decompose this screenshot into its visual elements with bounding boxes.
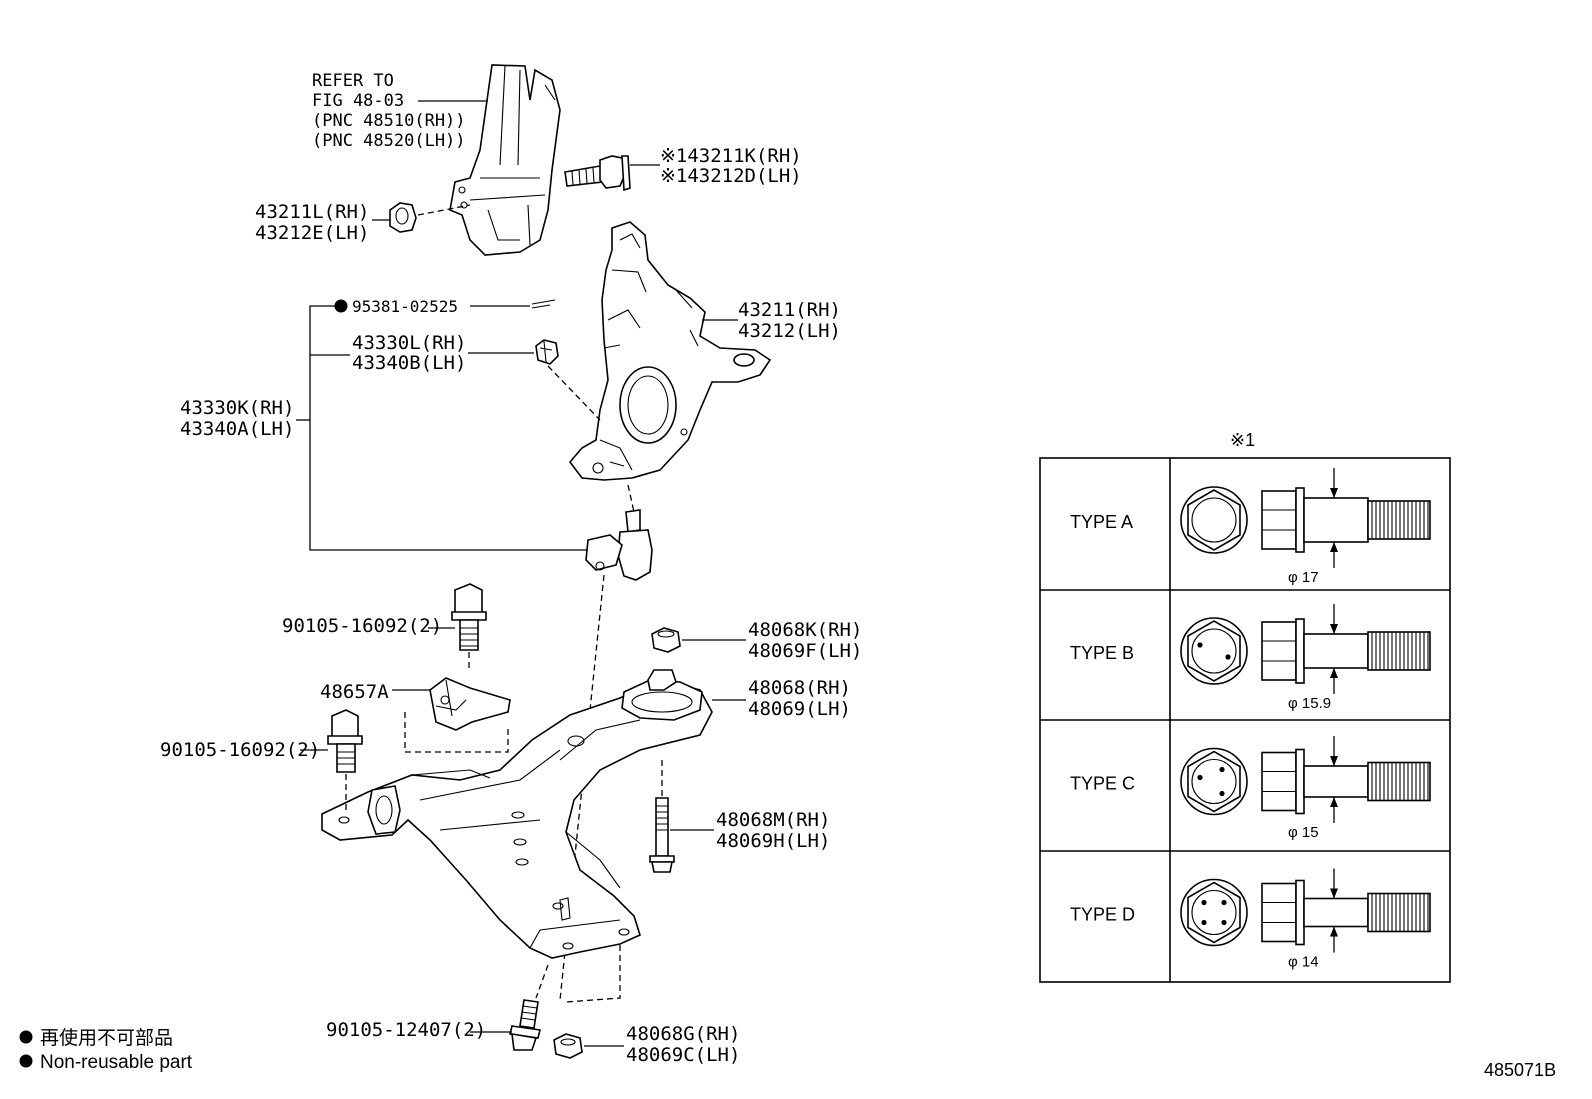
- callout-bolt-arm-lh: 48069H(LH): [716, 830, 830, 852]
- bolt-knurl: [1367, 500, 1431, 540]
- type-label: TYPE B: [1070, 643, 1134, 663]
- bolt-flange: [1295, 487, 1305, 553]
- bolt-flange: [1295, 879, 1305, 946]
- diameter-label: φ 17: [1288, 569, 1319, 586]
- legend-bullet-icon: [19, 1054, 33, 1068]
- bolt-head: [1261, 621, 1297, 681]
- refer-line-4: (PNC 48520(LH)): [312, 131, 466, 151]
- nut-face: [1191, 497, 1237, 543]
- bolt-knurl: [1367, 631, 1431, 671]
- callout-bolt-top-rh: ※143211K(RH): [660, 145, 802, 167]
- type-row: TYPE D φ 14: [1070, 868, 1431, 971]
- nut-face: [1191, 758, 1237, 805]
- diameter-label: φ 15.9: [1288, 695, 1331, 712]
- lower-control-arm: [321, 669, 746, 959]
- callout-balljoint-sub-lh: 43340B(LH): [352, 352, 466, 374]
- type-label: TYPE A: [1070, 512, 1133, 532]
- id-dot: [1201, 899, 1207, 906]
- bolt-knurl: [1367, 761, 1431, 802]
- legend-bullet-icon: [19, 1030, 33, 1044]
- nut-top: [651, 627, 746, 653]
- legend-en: Non-reusable part: [40, 1052, 193, 1073]
- nonreusable-bullet-icon: [334, 299, 348, 313]
- callout-bolt-upper: 90105-16092(2): [282, 615, 442, 637]
- id-dot: [1221, 919, 1227, 926]
- bracket: [392, 677, 511, 753]
- callout-bolt-bottom: 90105-12407(2): [326, 1019, 486, 1041]
- id-dot: [1221, 899, 1227, 906]
- bolt-shank: [1303, 633, 1369, 669]
- refer-line-3: (PNC 48510(RH)): [312, 111, 466, 131]
- bushing: [372, 202, 471, 233]
- callout-arm-rh: 48068(RH): [748, 677, 851, 699]
- legend: 再使用不可部品 Non-reusable part: [19, 1027, 193, 1073]
- type-label: TYPE C: [1070, 774, 1135, 794]
- table-note-mark: ※1: [1230, 430, 1255, 450]
- nut-bottom: [553, 1033, 624, 1059]
- callout-bracket: 48657A: [320, 681, 389, 703]
- hex-nut-icon: [1187, 489, 1241, 551]
- steering-knuckle: [568, 221, 772, 481]
- callout-balljoint-lh: 43340A(LH): [180, 418, 294, 440]
- bolt-head: [1261, 490, 1297, 550]
- id-dot: [1197, 642, 1203, 648]
- id-dot: [1219, 766, 1225, 773]
- id-dot: [1225, 654, 1231, 660]
- castle-nut: [468, 339, 601, 421]
- hex-nut-icon: [1187, 620, 1241, 682]
- bolt-top: [564, 155, 660, 192]
- callout-nonreusable-part: 95381-02525: [352, 297, 458, 316]
- hex-nut-icon: [1187, 881, 1241, 944]
- diameter-label: φ 14: [1288, 954, 1319, 971]
- bolt-head: [1261, 751, 1297, 812]
- callout-arm-lh: 48069(LH): [748, 698, 851, 720]
- bolt-upper: [428, 583, 487, 672]
- refer-note: REFER TO FIG 48-03 (PNC 48510(RH)) (PNC …: [312, 71, 488, 151]
- type-row: TYPE A φ 17: [1070, 468, 1431, 586]
- id-dot: [1197, 774, 1203, 781]
- callout-bolt-arm-rh: 48068M(RH): [716, 809, 830, 831]
- nut-face: [1191, 628, 1237, 674]
- callout-bolt-lower-left: 90105-16092(2): [160, 739, 320, 761]
- figure-number: 485071B: [1484, 1060, 1556, 1080]
- type-label: TYPE D: [1070, 905, 1135, 925]
- bolt-bottom: [470, 999, 541, 1051]
- callout-balljoint-sub-rh: 43330L(RH): [352, 332, 466, 354]
- refer-line-2: FIG 48-03: [312, 91, 404, 111]
- nut-face: [1191, 889, 1237, 936]
- type-row: TYPE B φ 15.9: [1070, 604, 1431, 712]
- bolt-head: [1261, 882, 1297, 943]
- callout-bush-lh: 43212E(LH): [255, 222, 369, 244]
- callout-nut-bottom-rh: 48068G(RH): [626, 1023, 740, 1045]
- refer-line-1: REFER TO: [312, 71, 394, 91]
- strut-assembly: [449, 64, 561, 256]
- bolt-lower-left: [300, 709, 363, 810]
- callout-bush-rh: 43211L(RH): [255, 201, 369, 223]
- bolt-shank: [1303, 765, 1369, 798]
- ball-joint-bracket: [296, 305, 598, 551]
- bolt-flange: [1295, 618, 1305, 684]
- callout-knuckle-rh: 43211(RH): [738, 299, 841, 321]
- callout-nut-top-lh: 48069F(LH): [748, 640, 862, 662]
- hex-nut-icon: [1187, 750, 1241, 813]
- ball-joint: [559, 484, 653, 1001]
- bolt-shank: [1303, 897, 1369, 928]
- id-dot: [1201, 919, 1207, 926]
- bolt-shank: [1303, 497, 1369, 543]
- callout-knuckle-lh: 43212(LH): [738, 320, 841, 342]
- id-dot: [1219, 790, 1225, 797]
- legend-jp: 再使用不可部品: [40, 1027, 173, 1049]
- diameter-label: φ 15: [1288, 824, 1319, 841]
- type-row: TYPE C φ 15: [1070, 736, 1431, 841]
- callout-nut-bottom-lh: 48069C(LH): [626, 1044, 740, 1066]
- callout-balljoint-rh: 43330K(RH): [180, 397, 294, 419]
- bolt-flange: [1295, 748, 1305, 815]
- callout-nut-top-rh: 48068K(RH): [748, 619, 862, 641]
- bolt-knurl: [1367, 892, 1431, 933]
- bolt-arm: [649, 760, 714, 873]
- callout-bolt-top-lh: ※143212D(LH): [660, 165, 802, 187]
